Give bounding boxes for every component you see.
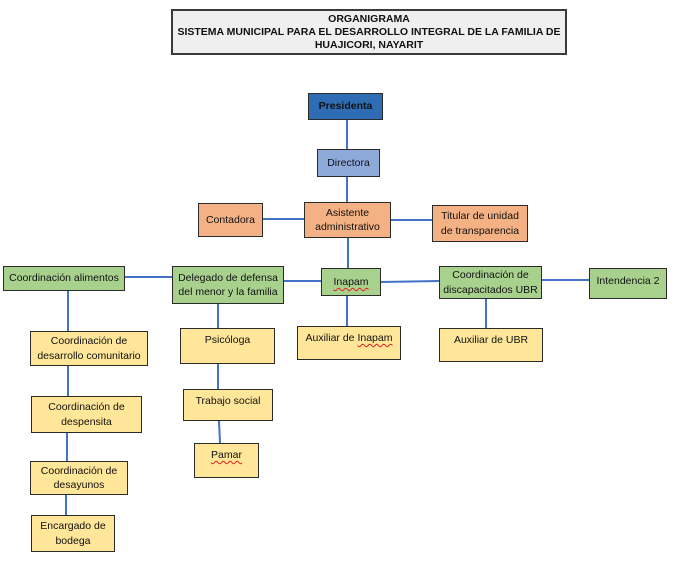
node-delegado-defensa-menor: Delegado de defensa del menor y la famil… <box>172 266 284 304</box>
node-label: Psicóloga <box>204 334 251 346</box>
node-label: Directora <box>327 156 370 169</box>
node-label-line-1: Coordinación de <box>50 335 128 347</box>
node-label-line-1: Titular de unidad <box>441 210 519 222</box>
node-label: Trabajo social <box>195 395 261 407</box>
node-intendencia: Intendencia 2 <box>589 268 667 299</box>
node-auxiliar-ubr: Auxiliar de UBR <box>439 328 543 362</box>
node-coordinacion-desarrollo-comunitario: Coordinación de desarrollo comunitario <box>30 331 148 366</box>
node-contadora: Contadora <box>198 203 263 237</box>
node-label: Intendencia 2 <box>596 275 660 287</box>
node-label-line-2: de transparencia <box>440 224 520 237</box>
node-coordinacion-desayunos: Coordinación de desayunos <box>30 461 128 495</box>
node-titular-transparencia: Titular de unidad de transparencia <box>432 205 528 242</box>
connector-trabajo-pamar <box>218 420 221 444</box>
node-coordinacion-alimentos: Coordinación alimentos <box>3 266 125 291</box>
node-label: Auxiliar de UBR <box>453 334 529 346</box>
node-label-line-1: Encargado de <box>40 520 106 532</box>
node-label: Pamar <box>211 449 242 461</box>
node-encargado-bodega: Encargado de bodega <box>31 515 115 552</box>
node-coordinacion-discapacitados-ubr: Coordinación de discapacitados UBR <box>439 266 542 299</box>
node-label-line-1: Coordinación de <box>48 401 125 413</box>
node-psicologa: Psicóloga <box>180 328 275 364</box>
connector-inapam-discapacitados <box>380 280 440 283</box>
node-label-line-2: discapacitados UBR <box>443 283 538 296</box>
node-label-word: Inapam <box>357 332 393 344</box>
node-label-prefix: Auxiliar de <box>305 332 358 344</box>
node-inapam: Inapam <box>321 268 381 296</box>
node-coordinacion-despensita: Coordinación de despensita <box>31 396 142 433</box>
node-label: Coordinación alimentos <box>9 272 119 285</box>
node-label-line-2: despensita <box>61 415 112 428</box>
node-label: Presidenta <box>318 100 373 113</box>
node-label-line-1: Asistente <box>325 206 370 219</box>
node-label-line-2: desarrollo comunitario <box>37 349 141 362</box>
node-label: Auxiliar de Inapam <box>306 331 393 346</box>
node-presidenta: Presidenta <box>308 93 383 120</box>
title-line-1: ORGANIGRAMA <box>328 13 410 25</box>
node-auxiliar-inapam: Auxiliar de Inapam <box>297 326 401 360</box>
node-directora: Directora <box>317 149 380 177</box>
node-label-line-1: Coordinación de <box>452 269 529 281</box>
title-line-2: SISTEMA MUNICIPAL PARA EL DESARROLLO INT… <box>177 26 561 38</box>
node-label-line-1: Delegado de defensa <box>178 271 278 284</box>
node-pamar: Pamar <box>194 443 259 478</box>
node-trabajo-social: Trabajo social <box>183 389 273 421</box>
title-line-3: HUAJICORI, NAYARIT <box>314 39 424 51</box>
chart-title-box: ORGANIGRAMA SISTEMA MUNICIPAL PARA EL DE… <box>171 9 567 55</box>
node-asistente-administrativo: Asistente administrativo <box>304 202 391 238</box>
node-label: Contadora <box>205 213 256 226</box>
node-label-line-2: del menor y la familia <box>178 286 278 298</box>
node-label-line-2: desayunos <box>53 479 105 491</box>
node-label-line-1: Coordinación de <box>40 464 118 477</box>
node-label-line-2: bodega <box>55 534 91 547</box>
node-label-line-2: administrativo <box>315 221 380 233</box>
node-label: Inapam <box>333 275 369 288</box>
